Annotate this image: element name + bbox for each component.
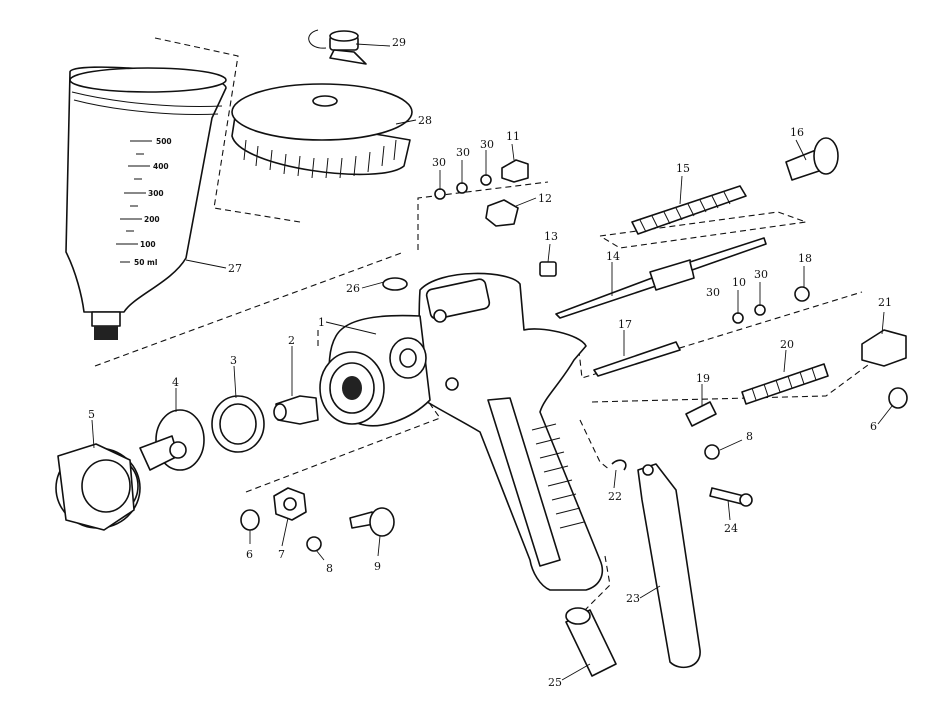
- callout-28: 28: [418, 114, 432, 127]
- callout-23: 23: [626, 592, 640, 605]
- callout-3: 3: [230, 354, 237, 367]
- washer-8-left: [306, 536, 322, 552]
- callout-18: 18: [798, 252, 812, 265]
- callout-10: 10: [732, 276, 746, 289]
- callout-26: 26: [346, 282, 360, 295]
- air-cap-4: [139, 409, 205, 471]
- pin-24: [709, 487, 753, 507]
- knob-9: [349, 507, 395, 537]
- seal-30-a: [434, 188, 446, 200]
- fitting-21: [861, 329, 907, 367]
- cup-scale-100: 100: [140, 240, 156, 249]
- needle-14: [555, 237, 767, 319]
- air-cap-ring-5: [55, 443, 141, 531]
- air-inlet-25: [565, 607, 617, 677]
- callout-20: 20: [780, 338, 794, 351]
- callout-12: 12: [538, 192, 552, 205]
- callout-16: 16: [790, 126, 804, 139]
- gun-body-1: [319, 272, 604, 591]
- callout-29: 29: [392, 36, 406, 49]
- leader-lines: [91, 43, 893, 681]
- seal-30-c: [480, 174, 492, 186]
- cup-lid-28: [231, 83, 413, 179]
- callout-24: 24: [724, 522, 738, 535]
- callout-27: 27: [228, 262, 242, 275]
- seal-30-b: [456, 182, 468, 194]
- callout-4: 4: [172, 376, 179, 389]
- fitting-11: [501, 159, 529, 183]
- knob-16: [785, 137, 839, 181]
- callout-13: 13: [544, 230, 558, 243]
- cup-scale-200: 200: [144, 215, 160, 224]
- seal-10: [732, 312, 744, 324]
- callout-30-b: 30: [456, 146, 470, 159]
- callout-5: 5: [88, 408, 95, 421]
- spring-20: [741, 363, 829, 405]
- washer-8-right: [704, 444, 720, 460]
- paint-cup-27: [65, 66, 227, 340]
- o-ring-26: [382, 277, 408, 291]
- washer-6-right: [888, 387, 908, 409]
- callout-9: 9: [374, 560, 381, 573]
- callout-7: 7: [278, 548, 285, 561]
- spring-washer-3: [211, 395, 265, 453]
- nut-18: [794, 286, 810, 302]
- callout-14: 14: [606, 250, 620, 263]
- spring-15: [631, 185, 747, 235]
- nut-7: [273, 487, 307, 521]
- callout-6-right: 6: [870, 420, 877, 433]
- callout-8-right: 8: [746, 430, 753, 443]
- callout-6-left: 6: [246, 548, 253, 561]
- clip-22: [611, 459, 627, 471]
- callout-30-c: 30: [480, 138, 494, 151]
- callout-11: 11: [506, 130, 520, 143]
- cup-scale-400: 400: [153, 162, 169, 171]
- washer-6-left: [240, 509, 260, 531]
- cup-scale-500: 500: [156, 137, 172, 146]
- cup-scale-50ml: 50 ml: [134, 258, 157, 267]
- vent-plug-29: [308, 29, 367, 65]
- callout-30-e: 30: [754, 268, 768, 281]
- nozzle-2: [273, 395, 319, 425]
- pin-17: [593, 341, 681, 377]
- callout-2: 2: [288, 334, 295, 347]
- callout-22: 22: [608, 490, 622, 503]
- trigger-23: [637, 463, 701, 669]
- callout-17: 17: [618, 318, 632, 331]
- callout-25: 25: [548, 676, 562, 689]
- callout-19: 19: [696, 372, 710, 385]
- screw-13: [539, 261, 557, 277]
- seal-30-d: [754, 304, 766, 316]
- callout-30-d: 30: [706, 286, 720, 299]
- callout-30-a: 30: [432, 156, 446, 169]
- nut-12: [485, 199, 519, 227]
- callout-8-left: 8: [326, 562, 333, 575]
- callout-21: 21: [878, 296, 892, 309]
- cup-scale-300: 300: [148, 189, 164, 198]
- valve-19: [685, 401, 717, 427]
- callout-15: 15: [676, 162, 690, 175]
- callout-1: 1: [318, 316, 325, 329]
